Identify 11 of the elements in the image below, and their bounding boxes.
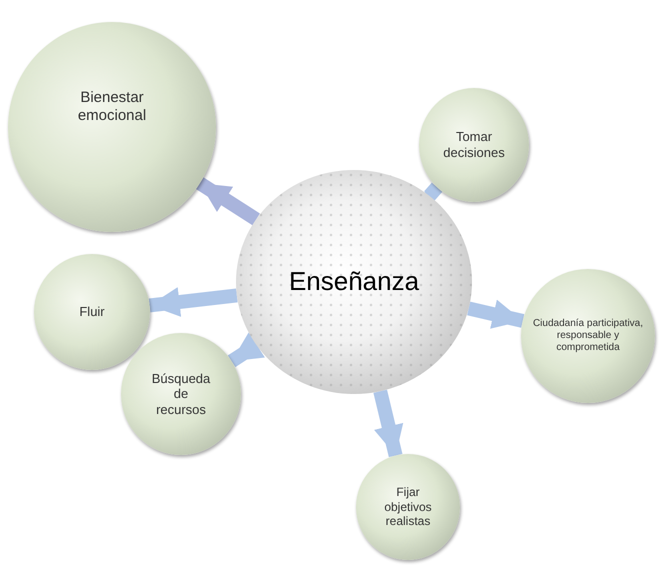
arrow (467, 300, 524, 329)
arrow (148, 287, 238, 317)
node-label: Tomar decisiones (442, 129, 506, 161)
node-label: Ciudadanía participativa, responsable y comprometida (532, 318, 644, 354)
node-label: Enseñanza (288, 266, 420, 298)
node-label: Fijar objetivos realistas (383, 485, 433, 529)
node-label: Bienestar emocional (76, 89, 148, 125)
node-label: Fluir (79, 304, 105, 320)
arrow (228, 332, 265, 368)
arrow (373, 390, 404, 458)
node-label: Búsqueda de recursos (150, 370, 212, 418)
